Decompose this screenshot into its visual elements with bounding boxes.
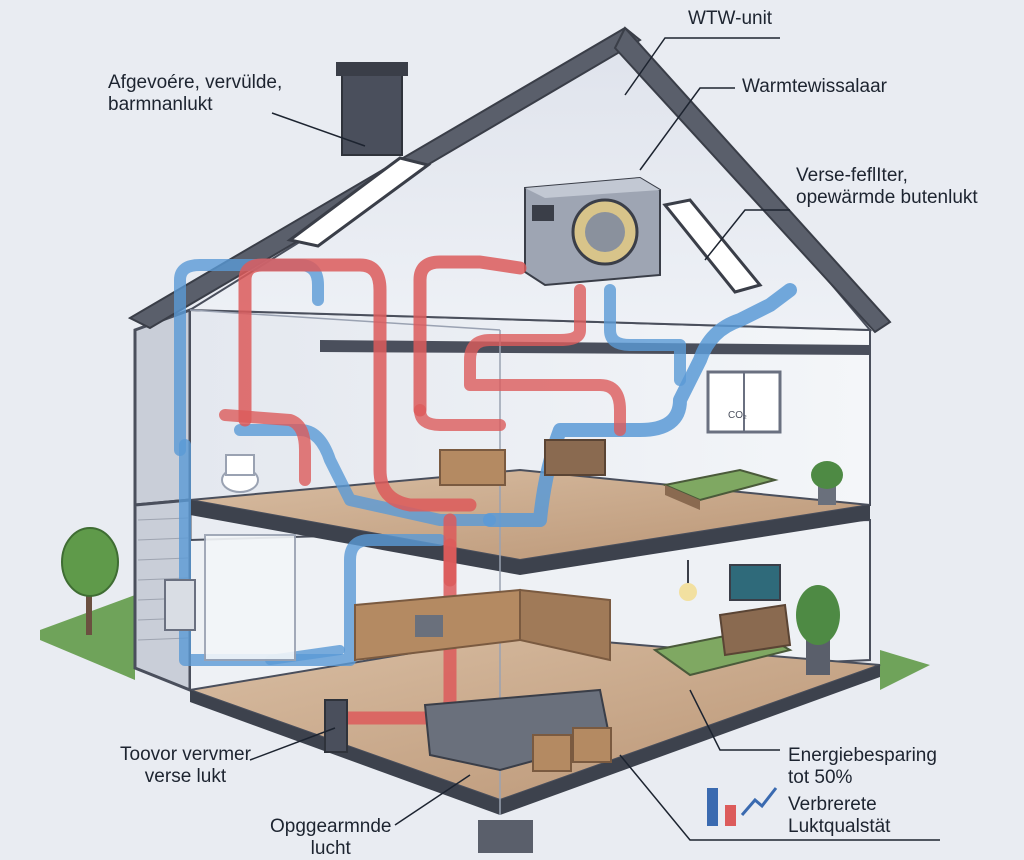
label-heat-exchanger: Warmtewissalaar: [742, 76, 887, 97]
label-extract-air: Afgevoére, vervülde, barmnanlukt: [108, 72, 282, 116]
label-extract-air-line1: Afgevoére, vervülde,: [108, 72, 283, 93]
label-heated-air-line2: lucht: [310, 838, 351, 859]
label-supply-fresh: Toovor vervmer verse lukt: [120, 744, 251, 788]
label-fresh-filter: Verse-feflIter, opewärmde butenlukt: [796, 165, 978, 209]
label-heated-air-line1: Opggearmnde: [270, 816, 392, 837]
label-air-quality-line2: Luktqualstät: [788, 816, 891, 837]
label-supply-fresh-line1: Toovor vervmer: [120, 744, 251, 765]
label-energy-saving-line2: tot 50%: [788, 767, 853, 788]
label-extract-air-line2: barmnanlukt: [108, 94, 213, 115]
room-furniture: [164, 370, 843, 772]
label-supply-fresh-line2: verse lukt: [144, 766, 227, 787]
co2-marker: CO₂: [728, 410, 747, 421]
label-energy-saving: Energiebesparing tot 50%: [788, 745, 937, 789]
label-energy-saving-line1: Energiebesparing: [788, 745, 937, 766]
label-wtw-unit: WTW-unit: [688, 8, 773, 29]
label-air-quality-line1: Verbrerete: [788, 794, 877, 815]
label-heated-air: Opggearmnde lucht: [270, 816, 391, 860]
roof: [127, 26, 892, 334]
label-fresh-filter-line1: Verse-feflIter,: [796, 165, 908, 186]
label-air-quality: Verbrerete Luktqualstät: [788, 794, 890, 838]
leader-lines: [249, 37, 940, 841]
label-fresh-filter-line2: opewärmde butenlukt: [796, 187, 978, 208]
wtw-unit-illustration: [524, 176, 661, 287]
bar-chart-icon: [707, 787, 778, 826]
tree-illustration: [61, 527, 119, 635]
ground: [40, 595, 930, 853]
